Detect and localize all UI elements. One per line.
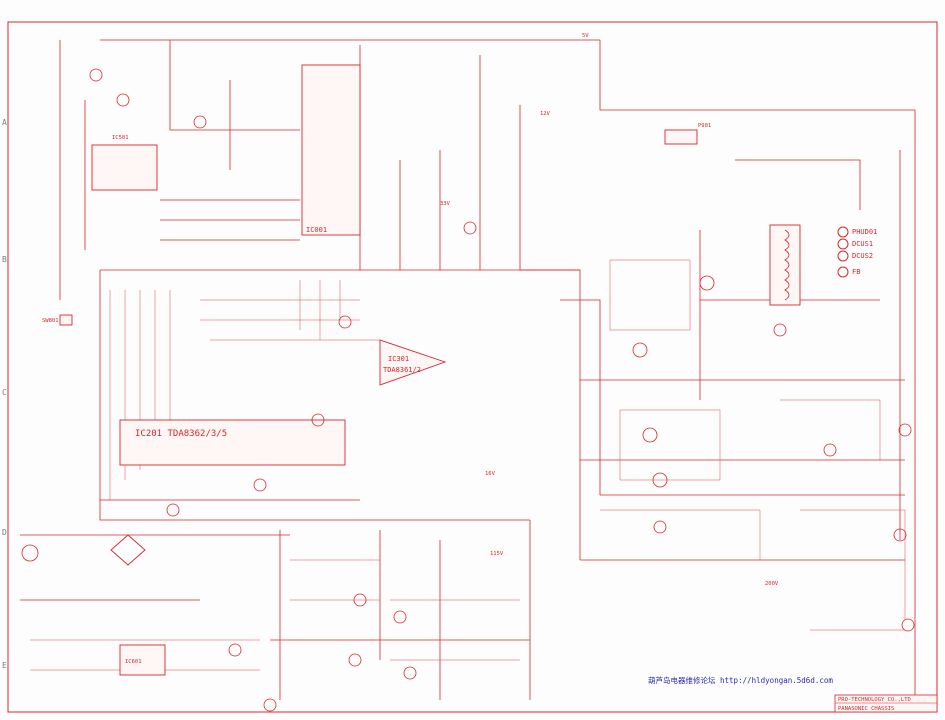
yoke-connectors: PHUD01 DCUS1 DCUS2 FB bbox=[837, 226, 877, 278]
edge-letter-c: C bbox=[2, 388, 7, 397]
edge-markers: A B C D E bbox=[2, 118, 7, 670]
rail-115v: 115V bbox=[490, 551, 504, 557]
ic301-part: TDA8361/2 bbox=[383, 366, 421, 374]
sw801-switch bbox=[59, 314, 73, 326]
dcus2-terminal bbox=[837, 250, 849, 262]
title-model: PANASONIC CHASSIS bbox=[838, 706, 894, 712]
ic301-name: IC301 bbox=[388, 355, 409, 363]
rail-12v: 12V bbox=[540, 111, 551, 117]
p901-connector bbox=[664, 129, 698, 145]
ic201-block bbox=[119, 419, 346, 466]
ic001-block bbox=[301, 64, 361, 236]
ic601-label: IC601 bbox=[125, 659, 142, 665]
ic001-label: IC001 bbox=[306, 226, 327, 234]
flyback-transformer bbox=[769, 224, 801, 306]
sw801-label: SW801 bbox=[42, 318, 59, 324]
bridge-rectifier bbox=[110, 534, 146, 566]
edge-letter-a: A bbox=[2, 118, 7, 127]
ic201-label: IC201 TDA8362/3/5 bbox=[135, 429, 227, 439]
forum-watermark: 葫芦岛电器维修论坛 http://hldyongan.5d6d.com bbox=[648, 675, 833, 685]
bus-wires bbox=[20, 39, 916, 700]
title-block bbox=[834, 694, 938, 713]
rail-200v: 200V bbox=[765, 581, 779, 587]
edge-letter-b: B bbox=[2, 255, 7, 264]
rail-33v: 33V bbox=[440, 201, 451, 207]
ic301-opamp bbox=[379, 339, 447, 386]
edge-letter-e: E bbox=[2, 661, 7, 670]
edge-letter-d: D bbox=[2, 528, 7, 537]
fb-terminal bbox=[837, 266, 849, 278]
transistors bbox=[21, 68, 915, 712]
fb-label: FB bbox=[852, 268, 860, 276]
rail-16v: 16V bbox=[485, 471, 496, 477]
dud01-label: PHUD01 bbox=[852, 228, 877, 236]
dcus1-label: DCUS1 bbox=[852, 240, 873, 248]
dcus2-label: DCUS2 bbox=[852, 252, 873, 260]
dud01-terminal bbox=[837, 226, 849, 238]
ic501-label: IC501 bbox=[112, 135, 129, 141]
sheet-border bbox=[7, 21, 938, 713]
p901-label: P901 bbox=[698, 123, 711, 129]
rail-labels: 12V 5V 33V 16V 115V 200V bbox=[440, 33, 779, 587]
flyback-coil bbox=[784, 229, 790, 301]
rail-5v: 5V bbox=[582, 33, 589, 39]
dcus1-terminal bbox=[837, 238, 849, 250]
title-company: PRO-TECHNOLOGY CO.,LTD bbox=[838, 697, 911, 703]
ic501-block bbox=[91, 144, 158, 191]
ic601-block bbox=[119, 644, 166, 676]
